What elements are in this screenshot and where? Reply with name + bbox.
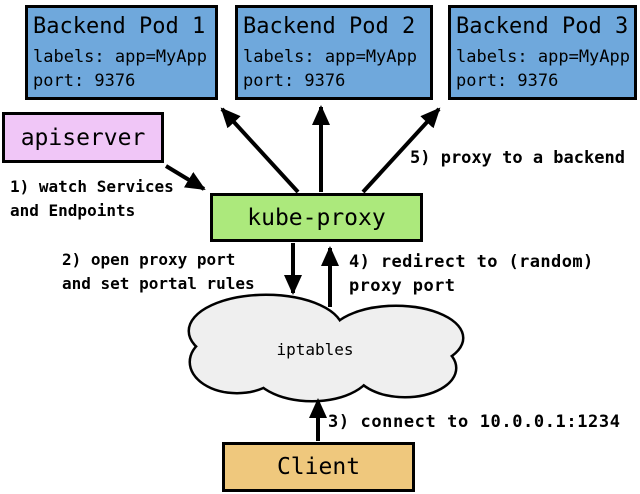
- pod-port: port: 9376: [243, 71, 346, 91]
- pod-labels: labels: app=MyApp: [456, 47, 630, 67]
- apiserver-box: apiserver: [2, 112, 164, 163]
- pod-labels: labels: app=MyApp: [33, 47, 207, 67]
- pod-labels: labels: app=MyApp: [243, 47, 417, 67]
- kube-proxy-box: kube-proxy: [210, 193, 423, 242]
- client-label: Client: [276, 454, 361, 480]
- pod-title: Backend Pod 1: [33, 14, 206, 39]
- pod-title: Backend Pod 2: [243, 14, 416, 39]
- arrow-kube-proxy-to-pod1: [220, 107, 300, 194]
- pod-title: Backend Pod 3: [456, 14, 629, 39]
- step-2-open-proxy-port-label: 2) open proxy port and set portal rules: [62, 250, 255, 293]
- backend-pod-1-box: Backend Pod 1 labels: app=MyApp port: 93…: [25, 5, 218, 100]
- step-3-connect-label: 3) connect to 10.0.0.1:1234: [328, 412, 621, 432]
- iptables-label: iptables: [276, 340, 354, 359]
- step-5-proxy-backend-label: 5) proxy to a backend: [410, 148, 625, 168]
- backend-pod-3-box: Backend Pod 3 labels: app=MyApp port: 93…: [448, 5, 637, 100]
- client-box: Client: [222, 442, 415, 492]
- step-4-redirect-label: 4) redirect to (random) proxy port: [349, 252, 594, 296]
- step-1-watch-services-label: 1) watch Services and Endpoints: [10, 177, 174, 220]
- kube-proxy-label: kube-proxy: [247, 204, 386, 231]
- apiserver-label: apiserver: [20, 124, 146, 151]
- pod-port: port: 9376: [33, 71, 136, 91]
- backend-pod-2-box: Backend Pod 2 labels: app=MyApp port: 93…: [235, 5, 433, 100]
- pod-port: port: 9376: [456, 71, 559, 91]
